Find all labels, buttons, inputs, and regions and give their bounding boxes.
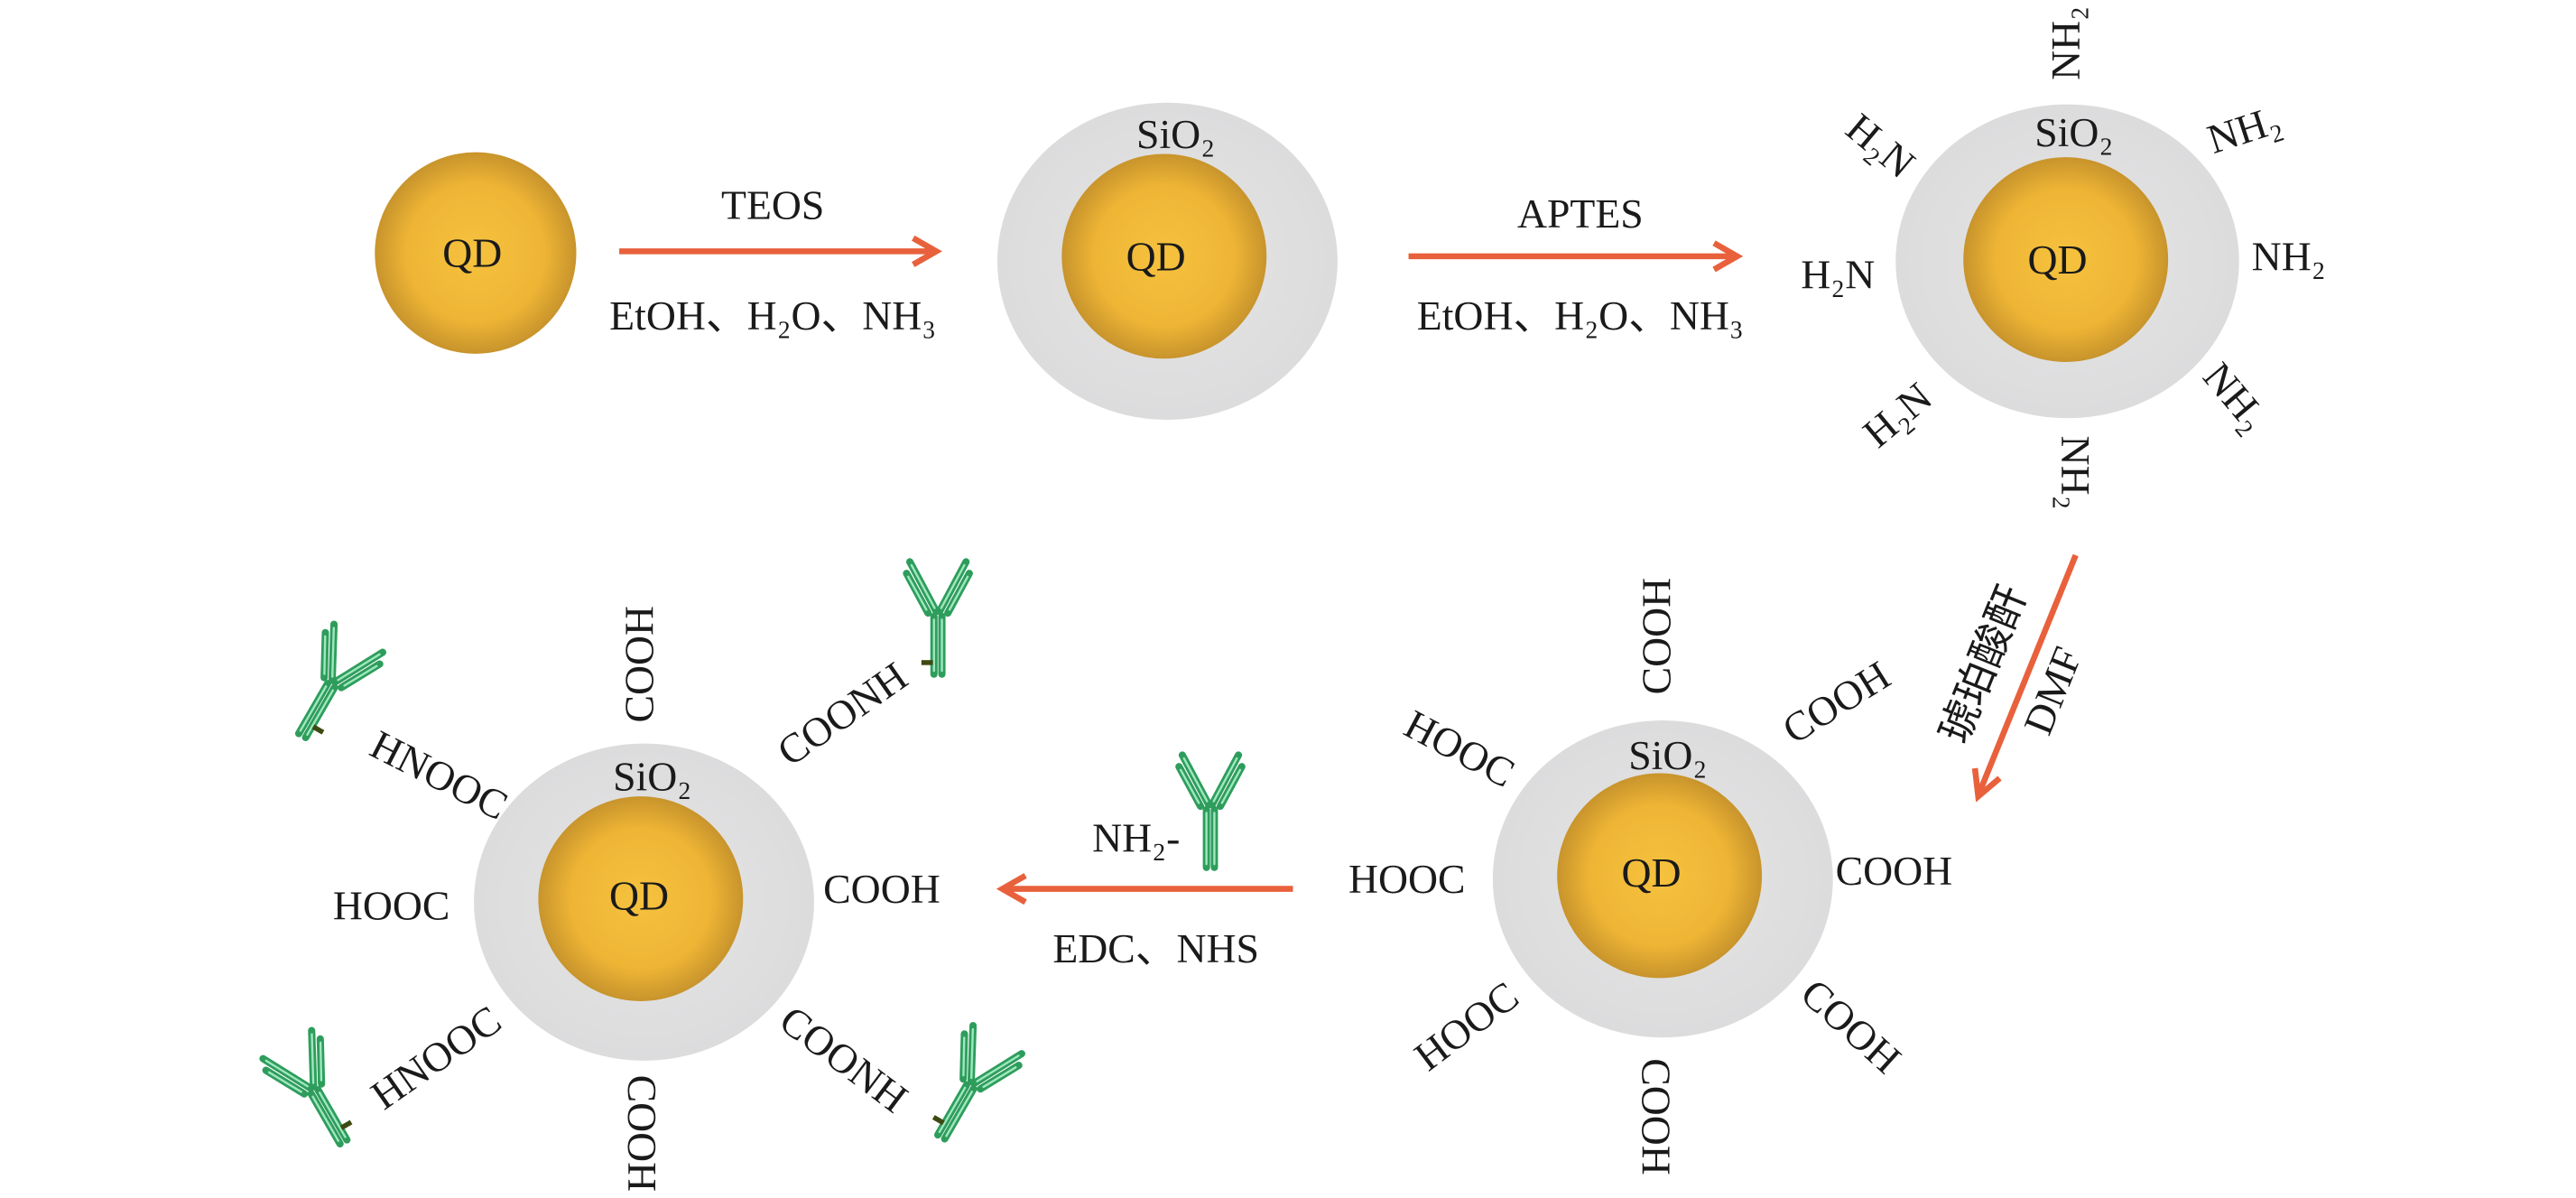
surface-group-label: HOOC: [333, 882, 450, 928]
core-label: QD: [2028, 237, 2088, 283]
surface-group-label: COOH: [616, 606, 663, 723]
carboxyl-group-label: HOOC: [1406, 972, 1527, 1080]
qd-core: [375, 152, 577, 354]
arrow-head-icon: [996, 873, 1027, 905]
particle-qd-sio2-cooh: SiO₂ QD COOH COOH COOH COOH COOH HOOC HO…: [1348, 578, 1952, 1175]
core-label: QD: [442, 230, 502, 276]
arrow-head-icon: [1971, 767, 2002, 803]
arrow-step-3: 琥珀酸酐 DMF: [1931, 553, 2090, 803]
antibody-icon: [275, 623, 385, 751]
carboxyl-group-label: HOOC: [1348, 856, 1466, 902]
core-label: QD: [1621, 850, 1681, 896]
carboxyl-group-label: COOH: [1836, 848, 1953, 894]
arrow-step-4: NH₂- EDC、NHS: [996, 755, 1293, 971]
amine-group-label: NH₂: [2252, 233, 2326, 279]
particle-qd-sio2-nh2: SiO₂ QD NH₂ NH₂ NH₂ NH₂ NH₂ H₂N H₂N H₂N: [1801, 6, 2325, 510]
amine-group-label: NH₂: [2194, 354, 2277, 441]
antibody-shape: [1179, 755, 1242, 867]
particle-qd-sio2-antibody: SiO₂ QD COOH COONH COOH COONH COOH HNOOC…: [260, 562, 1024, 1192]
antibody-icon: [906, 562, 969, 673]
antibody-icon: [260, 1029, 370, 1157]
qd-core: [538, 796, 744, 1001]
particle-qd-sio2: SiO₂ QD: [997, 102, 1338, 421]
step-conditions: DMF: [2015, 641, 2090, 741]
shell-label: SiO₂: [2034, 109, 2113, 155]
linker-bond: [311, 724, 325, 735]
antibody-shape: [260, 1029, 370, 1157]
shell-label: SiO₂: [1136, 111, 1215, 157]
step-conditions: EtOH、H₂O、NH₃: [1417, 293, 1744, 339]
carboxyl-group-label: COOH: [1633, 578, 1679, 695]
surface-group-label: COONH: [769, 653, 915, 775]
amine-group-label: NH₂: [2043, 6, 2089, 80]
qd-core: [1963, 157, 2169, 362]
amine-group-label: NH₂: [2052, 436, 2099, 510]
carboxyl-group-label: COOH: [1774, 652, 1898, 753]
carboxyl-group-label: HOOC: [1397, 701, 1522, 796]
carboxyl-group-label: COOH: [1633, 1058, 1679, 1175]
shell-label: SiO₂: [1628, 732, 1707, 778]
particle-qd: QD: [375, 152, 577, 354]
amine-group-label: H₂N: [1854, 374, 1941, 457]
amine-group-label: H₂N: [1801, 252, 1875, 298]
step-reagent: APTES: [1517, 190, 1644, 237]
carboxyl-group-label: COOH: [1793, 970, 1910, 1082]
antibody-icon: [1179, 755, 1242, 867]
surface-group-label: HNOOC: [363, 997, 509, 1119]
surface-group-label: COONH: [772, 997, 917, 1122]
qd-core: [1557, 773, 1763, 979]
antibody-shape: [275, 623, 385, 751]
surface-group-label: COOH: [823, 866, 941, 912]
arrow-step-1: TEOS EtOH、H₂O、NH₃: [609, 182, 942, 339]
surface-group-label: COOH: [619, 1075, 665, 1193]
antibody-shape: [906, 562, 969, 673]
qd-core: [1061, 153, 1267, 359]
antibody-shape: [914, 1024, 1024, 1152]
antibody-icon: [914, 1024, 1024, 1152]
surface-group-label: HNOOC: [364, 721, 515, 829]
shell-label: SiO₂: [613, 754, 691, 800]
linker-bond: [931, 1115, 945, 1126]
linker-bond: [339, 1119, 353, 1130]
step-conditions: EDC、NHS: [1052, 925, 1259, 971]
arrow-head-icon: [912, 235, 942, 267]
core-label: QD: [609, 872, 669, 918]
core-label: QD: [1126, 233, 1186, 279]
arrow-shaft: [1977, 553, 2079, 793]
step-reagent: NH₂-: [1092, 814, 1180, 860]
amine-group-label: H₂N: [1838, 104, 1924, 187]
step-conditions: EtOH、H₂O、NH₃: [609, 293, 936, 339]
arrow-head-icon: [1712, 240, 1744, 273]
arrow-step-2: APTES EtOH、H₂O、NH₃: [1408, 190, 1744, 339]
step-reagent: TEOS: [721, 182, 824, 228]
amine-group-label: NH₂: [2201, 96, 2286, 163]
